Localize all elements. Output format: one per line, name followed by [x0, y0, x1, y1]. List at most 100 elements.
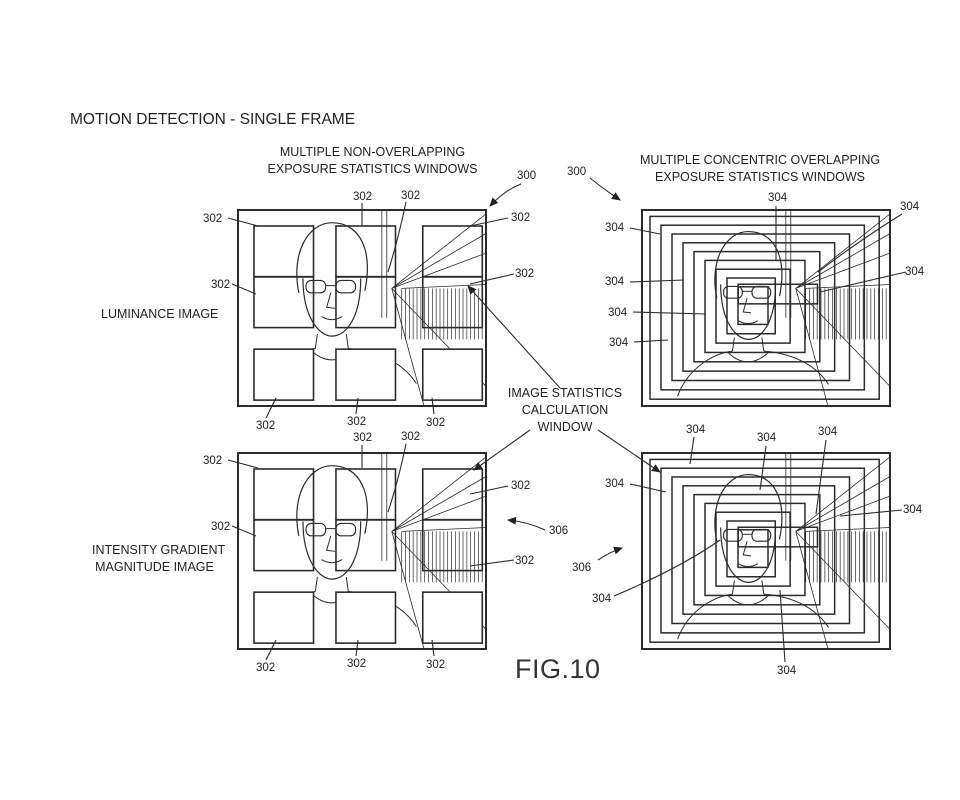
- left-header-line-2: EXPOSURE STATISTICS WINDOWS: [267, 162, 478, 176]
- ref-302: 302: [256, 420, 276, 432]
- face-outline: [302, 278, 362, 337]
- leader-line: [469, 273, 515, 285]
- ref-304: 304: [903, 504, 923, 516]
- gradient-image-label-line-2: MAGNITUDE IMAGE: [95, 560, 214, 574]
- ref-302: 302: [426, 659, 446, 671]
- concentric-window: [737, 286, 769, 326]
- concentric-window: [715, 511, 791, 587]
- statistics-window: [421, 225, 484, 278]
- ref-302: 302: [511, 480, 531, 492]
- center-label-line-3: WINDOW: [537, 420, 593, 434]
- leader-line: [629, 483, 667, 493]
- mouth: [321, 559, 343, 564]
- ref-302: 302: [211, 521, 231, 533]
- statistics-window: [253, 225, 315, 278]
- glasses-left-lens: [723, 528, 743, 542]
- neck: [731, 580, 765, 595]
- glasses-left-lens: [305, 279, 327, 294]
- ref-302: 302: [353, 432, 373, 444]
- ref-304: 304: [900, 201, 920, 213]
- concentric-window: [682, 485, 836, 615]
- leader-arrow: [507, 516, 546, 531]
- leader-arrow: [597, 546, 623, 561]
- leader-line: [779, 589, 786, 663]
- ref-302: 302: [515, 555, 535, 567]
- neck: [314, 334, 349, 349]
- ref-300-right: 300: [567, 166, 587, 178]
- ref-302: 302: [203, 213, 223, 225]
- statistics-window: [253, 348, 315, 401]
- concentric-window: [726, 277, 776, 335]
- concentric-window: [682, 242, 836, 372]
- ref-302: 302: [203, 455, 223, 467]
- center-label-line-1: IMAGE STATISTICS: [507, 386, 623, 400]
- nose: [326, 292, 335, 309]
- corridor-line: [391, 288, 425, 407]
- ref-304: 304: [777, 665, 797, 677]
- collar: [728, 595, 769, 606]
- mouth: [321, 316, 343, 321]
- leader-line: [613, 539, 721, 597]
- nose: [742, 541, 752, 557]
- leader-line: [265, 639, 277, 661]
- concentric-window: [737, 529, 769, 569]
- ref-304: 304: [818, 426, 838, 438]
- leader-line: [629, 227, 661, 235]
- ref-302: 302: [511, 212, 531, 224]
- leader-line: [632, 311, 707, 315]
- railing-top: [401, 284, 487, 289]
- leader-line: [231, 525, 257, 537]
- leader-line: [227, 459, 259, 469]
- corridor-line: [795, 495, 891, 532]
- mouth: [738, 320, 759, 325]
- ref-304: 304: [592, 593, 612, 605]
- concentric-window: [693, 250, 821, 363]
- leader-line: [431, 639, 435, 657]
- hair-outline: [296, 222, 368, 293]
- concentric-window: [715, 268, 791, 344]
- corridor-line: [795, 476, 891, 532]
- ref-302: 302: [256, 662, 276, 674]
- railing-top: [805, 527, 891, 532]
- nose: [326, 535, 335, 552]
- nose: [742, 298, 752, 314]
- gradient-nonoverlapping-panel: [237, 452, 487, 650]
- corridor-line: [795, 213, 891, 289]
- neck: [314, 577, 349, 592]
- concentric-window: [726, 520, 776, 578]
- leader-line: [815, 439, 827, 515]
- corridor-line: [391, 476, 487, 532]
- ref-304: 304: [609, 337, 629, 349]
- glasses-right-lens: [335, 279, 357, 294]
- ref-304: 304: [605, 222, 625, 234]
- glasses-left-lens: [305, 522, 327, 537]
- leader-line: [633, 339, 669, 343]
- statistics-window: [335, 348, 397, 401]
- leader-line: [355, 397, 359, 415]
- corridor-line: [391, 233, 487, 289]
- ref-304: 304: [605, 478, 625, 490]
- corridor-line: [795, 456, 891, 532]
- concentric-window: [660, 224, 866, 391]
- image-frame: [641, 452, 891, 650]
- leader-line: [629, 279, 685, 283]
- ref-302: 302: [353, 191, 373, 203]
- statistics-window: [421, 348, 484, 401]
- leader-arrow: [597, 429, 661, 473]
- statistics-window: [253, 591, 315, 644]
- ref-306-left: 306: [549, 525, 569, 537]
- statistics-window: [335, 275, 397, 329]
- leader-line: [759, 445, 767, 491]
- ref-304: 304: [608, 307, 628, 319]
- leader-line: [469, 559, 515, 567]
- luminance-concentric-panel: [641, 209, 891, 407]
- collar: [728, 352, 769, 363]
- leader-arrow: [589, 177, 621, 201]
- leader-line: [387, 443, 407, 513]
- leader-line: [817, 213, 903, 273]
- leader-line: [469, 217, 509, 227]
- concentric-window: [671, 476, 851, 625]
- figure-title: MOTION DETECTION - SINGLE FRAME: [70, 111, 356, 128]
- corridor-line: [795, 288, 891, 387]
